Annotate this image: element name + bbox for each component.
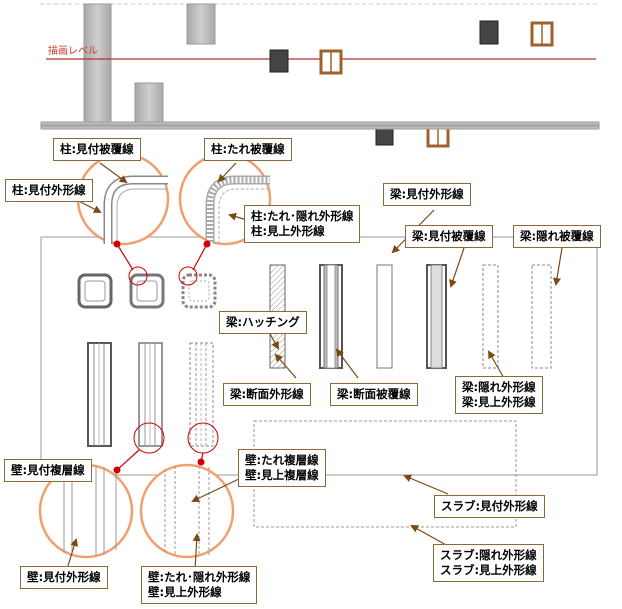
label-col-hidden-outline-line2: 柱:見上外形線 <box>251 224 325 238</box>
drawing-level-label: 描画レベル <box>48 46 98 57</box>
column-visible <box>77 273 113 309</box>
elevation-opening-dark-2 <box>479 20 499 45</box>
label-col-visible-cover: 柱:見付被覆線 <box>53 138 141 161</box>
label-slab-visible-outline: スラブ:見付外形線 <box>434 495 545 518</box>
label-beam-visible-cover: 梁:見付被覆線 <box>405 225 493 248</box>
label-slab-hidden-outline-line1: スラブ:隠れ外形線 <box>440 548 537 562</box>
elevation-slab <box>40 121 600 130</box>
label-col-hidden-outline-line1: 柱:たれ･隠れ外形線 <box>251 209 354 223</box>
label-beam-hidden-outline-line2: 梁:見上外形線 <box>462 395 536 409</box>
label-wall-hidden-outline: 壁:たれ･隠れ外形線 壁:見上外形線 <box>141 566 258 604</box>
label-wall-visible-multi: 壁:見付複層線 <box>4 459 92 482</box>
beam-visible-outline-shape <box>376 264 393 369</box>
label-wall-hidden-multi-line2: 壁:見上複層線 <box>245 468 319 482</box>
wall-hanging <box>138 342 163 447</box>
label-col-hidden-cover: 柱:たれ被覆線 <box>204 138 292 161</box>
elevation-column-short <box>134 82 164 123</box>
label-beam-hidden-cover: 梁:隠れ被覆線 <box>513 225 601 248</box>
elevation-window-2 <box>530 21 554 47</box>
beam-section-covered <box>319 264 343 369</box>
wall-hidden <box>189 342 214 447</box>
label-beam-section-outline: 梁:断面外形線 <box>223 383 311 406</box>
label-wall-visible-outline: 壁:見付外形線 <box>20 566 108 589</box>
label-beam-hatching: 梁:ハッチング <box>219 311 307 334</box>
wall-visible <box>87 342 112 447</box>
label-beam-hidden-outline: 梁:隠れ外形線 梁:見上外形線 <box>455 376 543 414</box>
elevation-column-hanging <box>186 3 216 45</box>
beam-visible-cover-shape <box>426 264 447 369</box>
label-slab-hidden-outline: スラブ:隠れ外形線 スラブ:見上外形線 <box>433 544 544 582</box>
beam-hidden-cover-shape <box>531 264 552 369</box>
label-beam-visible-outline: 梁:見付外形線 <box>383 183 471 206</box>
elevation-view <box>40 3 600 148</box>
label-beam-hidden-outline-line1: 梁:隠れ外形線 <box>462 380 536 394</box>
column-hanging <box>129 273 165 309</box>
label-beam-section-cover: 梁:断面被覆線 <box>330 383 418 406</box>
elevation-opening-dark-1 <box>269 49 289 73</box>
label-col-visible-outline: 柱:見付外形線 <box>5 179 93 202</box>
label-wall-hidden-outline-line1: 壁:たれ･隠れ外形線 <box>148 570 251 584</box>
beam-hidden-outline-shape <box>482 264 499 369</box>
callouts <box>38 152 272 559</box>
label-wall-hidden-outline-line2: 壁:見上外形線 <box>148 585 222 599</box>
callout-wall-hidden <box>139 463 235 559</box>
label-col-hidden-outline: 柱:たれ･隠れ外形線 柱:見上外形線 <box>244 205 361 243</box>
elevation-window-1 <box>319 49 343 75</box>
column-hidden <box>181 273 217 309</box>
label-wall-hidden-multi: 壁:たれ複層線 壁:見上複層線 <box>238 449 326 487</box>
elevation-column-left <box>83 3 112 123</box>
label-slab-hidden-outline-line2: スラブ:見上外形線 <box>440 563 537 577</box>
label-wall-hidden-multi-line1: 壁:たれ複層線 <box>245 453 319 467</box>
